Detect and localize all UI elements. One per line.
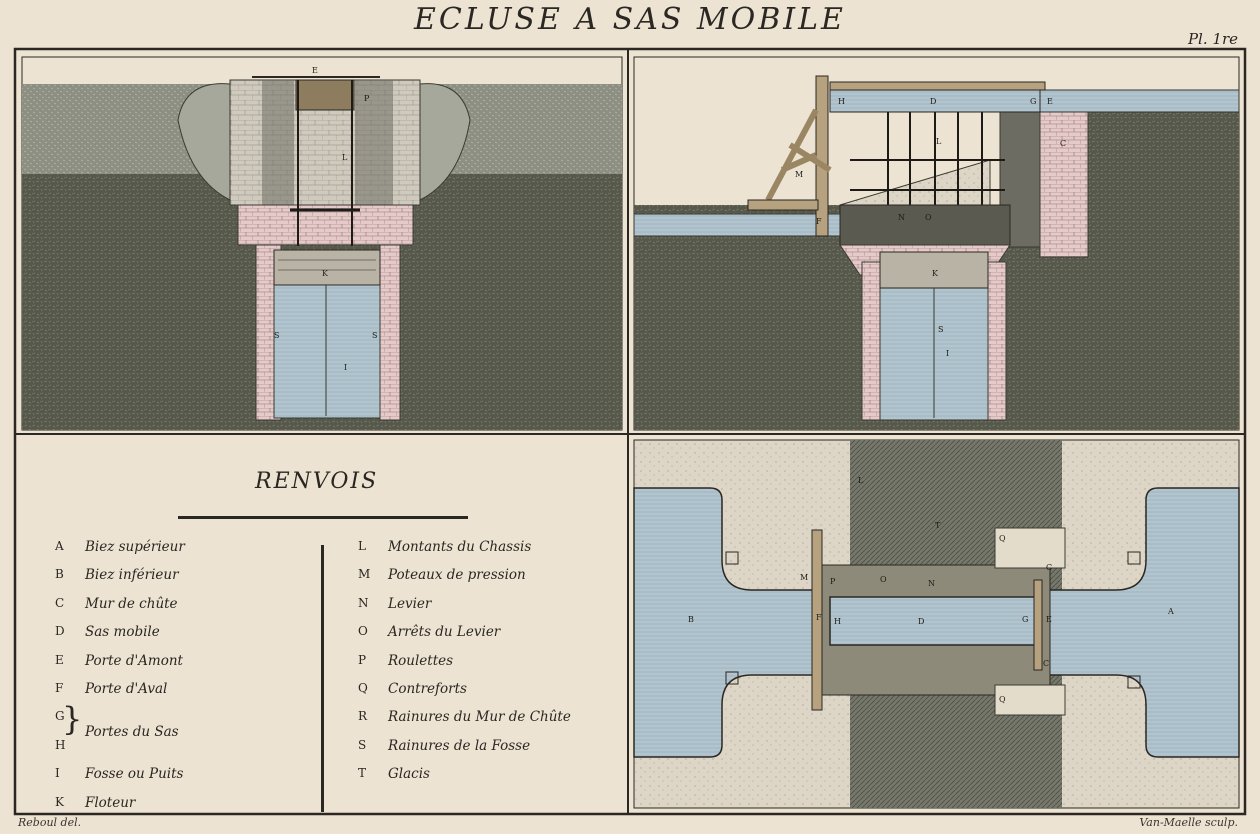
p4-label-H: H bbox=[834, 617, 841, 626]
legend-key: Q bbox=[358, 681, 368, 695]
p2-label-E: E bbox=[1047, 97, 1053, 106]
legend-key: D bbox=[55, 624, 65, 639]
p2-label-H: H bbox=[838, 97, 845, 106]
p4-label-Q-top: Q bbox=[999, 534, 1006, 543]
legend-key: S bbox=[358, 737, 367, 752]
panel-front-section: E P L K S S I bbox=[21, 56, 623, 431]
legend-key: P bbox=[358, 652, 367, 667]
legend-text: Poteaux de pression bbox=[388, 567, 526, 584]
legend-key: E bbox=[55, 652, 64, 667]
panel-side-section: H D G E L M F N O K S I C bbox=[633, 56, 1240, 431]
p4-label-A: A bbox=[1167, 607, 1174, 616]
legend-text: Rainures du Mur de Chûte bbox=[388, 709, 571, 726]
legend-key: B bbox=[55, 567, 64, 582]
legend-text: Contreforts bbox=[388, 681, 467, 697]
legend-text: Portes du Sas bbox=[85, 723, 179, 740]
legend-column-divider bbox=[321, 545, 324, 812]
credit-draftsman: Reboul del. bbox=[18, 816, 82, 829]
p4-label-O: O bbox=[880, 575, 887, 584]
credit-engraver: Van-Maelle sculp. bbox=[1139, 816, 1238, 829]
legend-text: Biez supérieur bbox=[85, 539, 185, 555]
p4-label-E: E bbox=[1046, 615, 1052, 624]
legend-text: Arrêts du Levier bbox=[388, 624, 501, 641]
p4-label-L: L bbox=[858, 476, 864, 485]
legend-text: Mur de chûte bbox=[85, 595, 178, 612]
legend-key: M bbox=[358, 567, 371, 582]
legend-key: N bbox=[358, 595, 369, 610]
p2-label-O: O bbox=[925, 213, 932, 222]
plate-number: Pl. 1re bbox=[1187, 30, 1238, 48]
legend-key: F bbox=[55, 681, 64, 695]
p2-label-C: C bbox=[1060, 139, 1066, 148]
p1-label-P: P bbox=[364, 94, 370, 103]
legend-text: Rainures de la Fosse bbox=[388, 737, 531, 754]
legend-text: Fosse ou Puits bbox=[85, 766, 184, 783]
p1-label-L: L bbox=[342, 153, 348, 162]
p2-label-F: F bbox=[816, 217, 822, 226]
legend-key: R bbox=[358, 709, 368, 724]
legend-rule bbox=[178, 516, 468, 519]
legend-key: T bbox=[358, 766, 367, 781]
p2-label-K: K bbox=[932, 269, 939, 278]
p1-label-S-left: S bbox=[274, 331, 279, 340]
p4-label-C-bottom: C bbox=[1043, 659, 1049, 668]
p4-label-G: G bbox=[1022, 615, 1028, 624]
legend-key: A bbox=[55, 539, 64, 553]
legend-heading: RENVOIS bbox=[255, 469, 379, 494]
p1-label-K: K bbox=[322, 269, 329, 278]
p4-label-B: B bbox=[688, 615, 694, 624]
legend-key: I bbox=[55, 766, 60, 781]
p2-label-M: M bbox=[795, 170, 803, 179]
legend-text: Roulettes bbox=[388, 652, 454, 669]
p4-label-C-top: C bbox=[1046, 563, 1052, 572]
p4-label-N: N bbox=[928, 579, 935, 588]
p1-label-I: I bbox=[344, 363, 347, 372]
p4-label-D: D bbox=[918, 617, 924, 626]
legend-text: Porte d'Amont bbox=[85, 652, 183, 669]
legend-text: Glacis bbox=[388, 766, 430, 783]
p4-label-F: F bbox=[816, 613, 822, 622]
p2-label-N: N bbox=[898, 213, 905, 222]
plate-title: ECLUSE A SAS MOBILE bbox=[414, 2, 846, 37]
legend-brace: } bbox=[62, 700, 83, 738]
panel-plan-view: B A D H G E F C C Q Q M P N O T L bbox=[633, 439, 1240, 809]
p4-label-P: P bbox=[830, 577, 836, 586]
legend-key: K bbox=[55, 794, 64, 809]
p4-label-M: M bbox=[800, 573, 808, 582]
p2-label-I: I bbox=[946, 349, 949, 358]
p2-label-G: G bbox=[1030, 97, 1036, 106]
p2-label-D: D bbox=[930, 97, 936, 106]
legend-text: Floteur bbox=[85, 794, 136, 811]
legend-key: L bbox=[358, 539, 366, 553]
p1-label-E: E bbox=[312, 66, 318, 75]
legend-text: Montants du Chassis bbox=[388, 539, 532, 555]
legend-text: Levier bbox=[388, 595, 432, 612]
legend-text: Biez inférieur bbox=[85, 567, 179, 584]
p2-label-L: L bbox=[936, 137, 942, 146]
p2-label-S: S bbox=[938, 325, 943, 334]
legend-key: G bbox=[55, 709, 65, 724]
p1-label-S-right: S bbox=[372, 331, 377, 340]
legend-text: Sas mobile bbox=[85, 624, 160, 641]
legend-text: Porte d'Aval bbox=[85, 681, 168, 697]
legend-key: H bbox=[55, 737, 66, 752]
p4-label-T: T bbox=[935, 521, 941, 530]
p4-label-Q-bottom: Q bbox=[999, 695, 1006, 704]
legend-key: C bbox=[55, 595, 65, 610]
legend-key: O bbox=[358, 624, 368, 639]
